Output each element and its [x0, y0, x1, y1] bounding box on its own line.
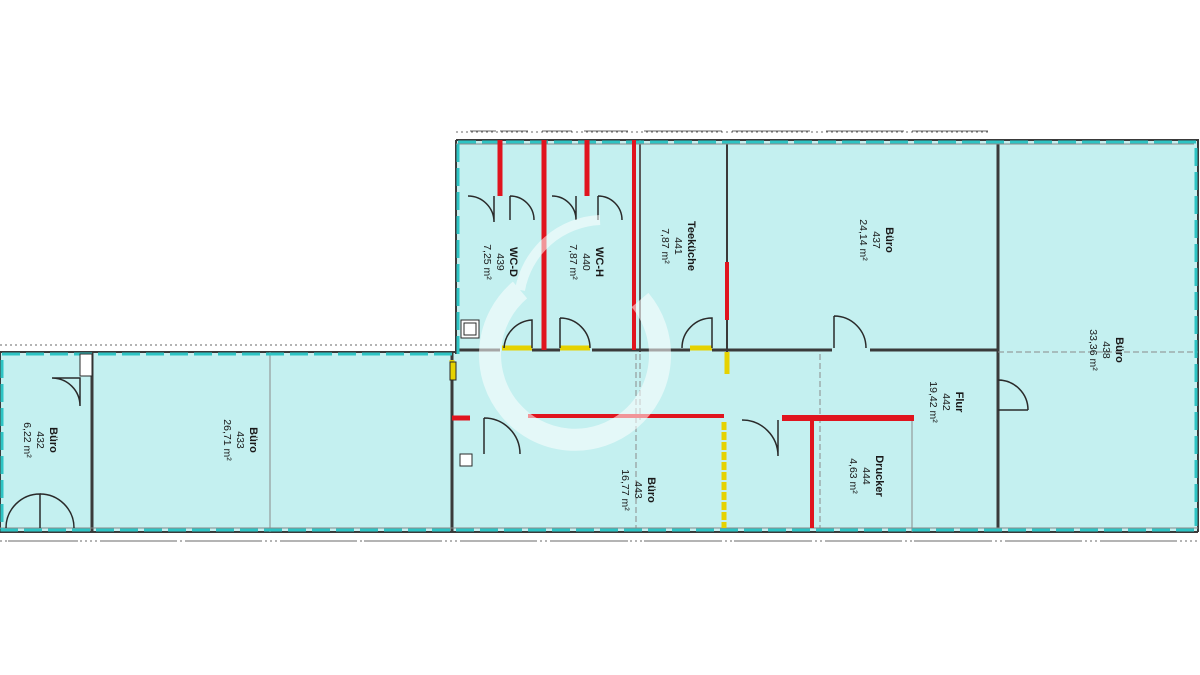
- room-name: Teeküche: [685, 221, 697, 271]
- room-area: 33,36 m²: [1087, 329, 1099, 371]
- room-name: Büro: [47, 427, 59, 453]
- sink-icon: [460, 319, 480, 339]
- room-area: 7,87 m²: [659, 228, 671, 264]
- room-area: 7,25 m²: [481, 244, 493, 280]
- door-443: [483, 417, 521, 455]
- room-name: Büro: [1113, 337, 1125, 363]
- room-name: WC-H: [593, 247, 605, 277]
- room-number: 441: [672, 237, 684, 255]
- room-name: WC-D: [507, 247, 519, 277]
- room-fills: [0, 140, 1198, 532]
- room-number: 439: [494, 253, 506, 271]
- room-name: Flur: [953, 392, 965, 413]
- room-number: 443: [632, 481, 644, 499]
- door-wc-d-1: [467, 195, 495, 223]
- wall-lower-outer: [0, 351, 1198, 533]
- sink-icon-443: [459, 453, 473, 467]
- door-437: [833, 315, 867, 349]
- fixtures: [79, 319, 480, 467]
- wall-upper-outer: [456, 139, 1199, 532]
- room-area: 19,42 m²: [927, 381, 939, 423]
- door-432-bottom-l: [5, 493, 41, 529]
- fill-upper-wing: [456, 140, 1198, 354]
- room-number: 442: [940, 393, 952, 411]
- room-number: 438: [1100, 341, 1112, 359]
- room-area: 26,71 m²: [221, 419, 233, 461]
- room-number: 440: [580, 253, 592, 271]
- room-area: 6,22 m²: [21, 422, 33, 458]
- door-439: [503, 319, 533, 349]
- door-438: [997, 379, 1029, 411]
- door-440: [559, 317, 591, 349]
- window-marks: [0, 130, 1198, 542]
- watermark-logo: [479, 215, 672, 451]
- room-name: Büro: [247, 427, 259, 453]
- outline-dashed: [0, 140, 1198, 532]
- room-area: 24,14 m²: [857, 219, 869, 261]
- room-name: Büro: [645, 477, 657, 503]
- room-area: 4,63 m²: [847, 458, 859, 494]
- door-441: [681, 317, 713, 349]
- room-number: 432: [34, 431, 46, 449]
- room-area: 16,77 m²: [619, 469, 631, 511]
- room-number: 437: [870, 231, 882, 249]
- room-number: 433: [234, 431, 246, 449]
- room-name: Drucker: [873, 455, 885, 497]
- door-432-bottom-r: [39, 493, 75, 529]
- room-number: 444: [860, 467, 872, 485]
- door-432-top: [51, 377, 81, 407]
- door-wc-d-2: [509, 195, 535, 221]
- doors: [5, 195, 1029, 529]
- door-wc-h-1: [551, 195, 577, 221]
- door-444: [741, 419, 779, 457]
- room-area: 7,87 m²: [567, 244, 579, 280]
- room-name: Büro: [883, 227, 895, 253]
